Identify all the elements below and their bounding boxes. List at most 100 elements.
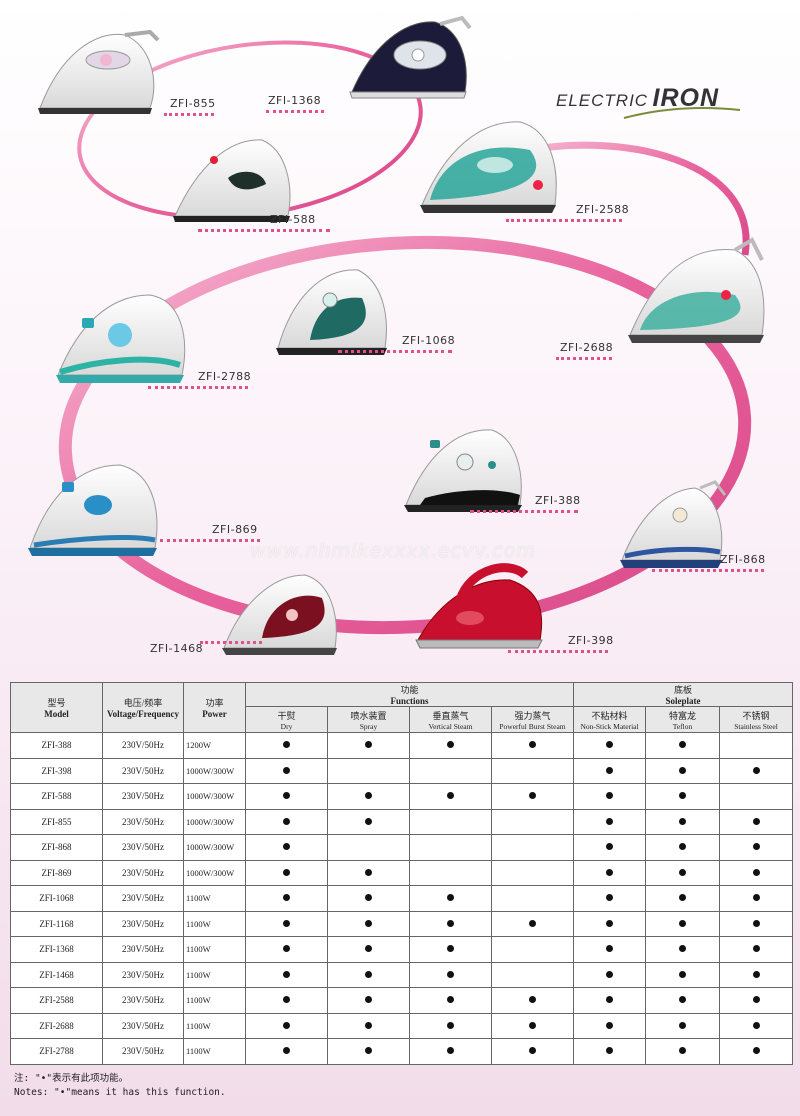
power-cell: 1000W/300W <box>183 834 246 861</box>
feature-dot <box>283 1047 290 1055</box>
dots-zfi-388 <box>470 510 578 513</box>
label-zfi-2588: ZFI-2588 <box>576 203 630 216</box>
feature-cell <box>645 961 721 988</box>
feature-cell <box>327 834 410 861</box>
catalog-graphics <box>28 15 765 655</box>
label-zfi-869: ZFI-869 <box>212 523 258 536</box>
feature-dot <box>447 792 454 800</box>
feature-dot <box>283 919 290 927</box>
feature-cell <box>245 757 328 784</box>
model-cell: ZFI-1068 <box>10 885 103 912</box>
feature-dot <box>283 868 290 876</box>
note-cn: 注: "•"表示有此项功能。 <box>14 1073 129 1084</box>
feature-dot <box>283 894 290 902</box>
feature-dot <box>606 792 614 800</box>
feature-dot <box>606 919 614 927</box>
feature-cell <box>490 757 575 784</box>
iron-image-zfi-2788 <box>56 294 186 383</box>
feature-cell <box>245 1038 328 1065</box>
feature-dot <box>606 1047 614 1055</box>
power-cell: 1100W <box>183 1012 246 1039</box>
feature-dot <box>679 1047 687 1055</box>
feature-cell <box>573 859 647 886</box>
feature-cell <box>409 885 492 912</box>
power-cell: 1000W/300W <box>183 859 246 886</box>
feature-dot <box>606 996 614 1004</box>
feature-cell <box>327 732 410 759</box>
power-cell: 1100W <box>183 961 246 988</box>
title-swoosh <box>623 107 741 119</box>
dots-zfi-398 <box>508 650 608 653</box>
feature-cell <box>490 834 575 861</box>
feature-dot <box>529 741 536 749</box>
feature-cell <box>645 885 721 912</box>
feature-cell <box>645 1038 721 1065</box>
feature-cell <box>573 757 647 784</box>
feature-dot <box>679 894 687 902</box>
iron-image-zfi-868 <box>620 480 727 568</box>
feature-cell <box>719 936 794 963</box>
iron-image-zfi-2688 <box>628 237 765 343</box>
feature-dot <box>365 741 372 749</box>
feature-dot <box>365 817 372 825</box>
watermark: www.nhmikexxxx.ecvv.com <box>250 540 536 562</box>
model-cell: ZFI-398 <box>10 757 103 784</box>
feature-dot <box>447 894 454 902</box>
feature-cell <box>719 987 794 1014</box>
dots-zfi-868 <box>652 569 764 572</box>
feature-dot <box>529 1047 536 1055</box>
feature-dot <box>447 970 454 978</box>
feature-cell <box>409 961 492 988</box>
dots-zfi-2588 <box>506 219 622 222</box>
feature-cell <box>573 910 647 937</box>
voltage-cell: 230V/50Hz <box>102 961 184 988</box>
feature-dot <box>752 945 760 953</box>
feature-dot <box>283 741 290 749</box>
feature-cell <box>490 859 575 886</box>
feature-dot <box>447 741 454 749</box>
feature-cell <box>409 859 492 886</box>
feature-dot <box>752 1047 760 1055</box>
feature-cell <box>645 732 721 759</box>
feature-cell <box>327 885 410 912</box>
model-cell: ZFI-869 <box>10 859 103 886</box>
feature-cell <box>573 1012 647 1039</box>
feature-cell <box>409 757 492 784</box>
feature-cell <box>573 732 647 759</box>
feature-cell <box>327 859 410 886</box>
feature-cell <box>490 808 575 835</box>
feature-dot <box>529 1021 536 1029</box>
feature-dot <box>606 894 614 902</box>
dots-zfi-1068 <box>338 350 452 353</box>
feature-cell <box>409 987 492 1014</box>
feature-cell <box>245 732 328 759</box>
feature-cell <box>573 808 647 835</box>
feature-dot <box>752 817 760 825</box>
power-cell: 1200W <box>183 732 246 759</box>
feature-dot <box>679 843 687 851</box>
feature-cell <box>327 783 410 810</box>
power-cell: 1000W/300W <box>183 808 246 835</box>
feature-cell <box>490 1038 575 1065</box>
feature-dot <box>283 1021 290 1029</box>
feature-dot <box>752 894 760 902</box>
feature-cell <box>245 834 328 861</box>
feature-cell <box>245 808 328 835</box>
feature-dot <box>529 792 536 800</box>
feature-dot <box>679 996 687 1004</box>
model-cell: ZFI-1368 <box>10 936 103 963</box>
power-cell: 1100W <box>183 987 246 1014</box>
feature-cell <box>245 936 328 963</box>
feature-cell <box>645 834 721 861</box>
